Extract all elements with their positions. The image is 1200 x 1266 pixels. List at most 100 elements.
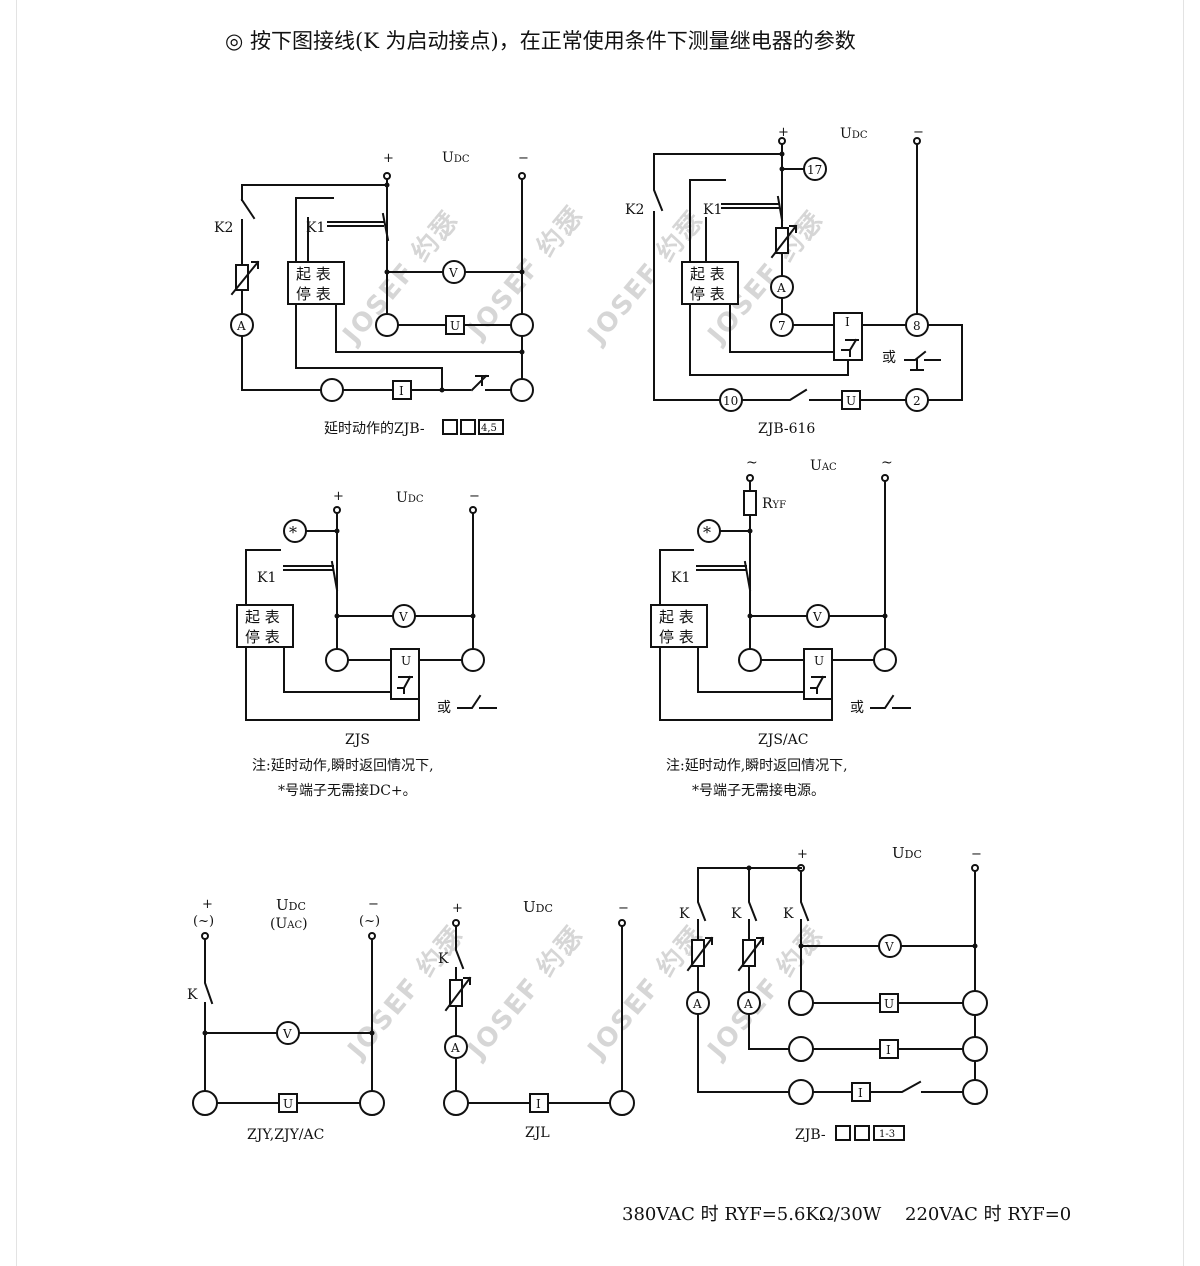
- udc-label: UDC: [396, 490, 424, 506]
- u-box: [841, 390, 861, 410]
- minus-label: −: [469, 489, 480, 504]
- stop-timer-label: 停 表: [690, 285, 725, 303]
- diagram-zjb-1-3: + UDC − K A K A K V U I: [679, 844, 988, 1143]
- timer-box: [287, 261, 345, 305]
- caption-box: [460, 419, 476, 435]
- note-line-1: 注:延时动作,瞬时返回情况下,: [252, 758, 434, 774]
- ammeter-label: A: [776, 281, 786, 295]
- ammeter: [686, 991, 710, 1015]
- k1-label: K1: [257, 570, 276, 586]
- minus-label: −: [618, 901, 629, 916]
- u-relay-box: [803, 648, 833, 700]
- note-line-2: *号端子无需接电源。: [692, 782, 825, 799]
- k1-label: K1: [306, 220, 325, 236]
- caption-box: [835, 1125, 851, 1141]
- or-label: 或: [882, 350, 896, 366]
- note-line-2: *号端子无需接DC+。: [278, 782, 417, 799]
- minus-label: −: [971, 847, 982, 862]
- terminal: [788, 1079, 814, 1105]
- terminal-right: [510, 313, 534, 337]
- k-label: K: [679, 906, 690, 922]
- udc-label: UDC: [276, 896, 306, 914]
- diagram-zjy: + (~) UDC (UAC) − (~) K V U ZJY,ZJY/AC: [187, 896, 385, 1143]
- terminal: [962, 1079, 988, 1105]
- ryf-label: RYF: [762, 496, 786, 512]
- uac-paren-label: (UAC): [270, 916, 308, 932]
- star-terminal: [697, 519, 721, 543]
- terminal-right: [873, 648, 897, 672]
- k-label: K: [187, 987, 198, 1003]
- watermark: JOSEF 约瑟: [580, 920, 710, 1066]
- voltmeter-label: V: [282, 1027, 292, 1041]
- terminal-left: [738, 648, 762, 672]
- ryf-resistor: [743, 490, 757, 516]
- watermark-group: JOSEF 约瑟 JOSEF 约瑟 JOSEF 约瑟 JOSEF 约瑟 JOSE…: [335, 200, 830, 1066]
- k1-label: K1: [703, 202, 722, 218]
- terminal-7-label: 7: [778, 319, 786, 333]
- terminal-left: [375, 313, 399, 337]
- terminal-17: [803, 157, 827, 181]
- left-frame-line: [16, 0, 17, 1266]
- u-label: U: [846, 394, 856, 408]
- ammeter: [230, 313, 254, 337]
- k2-label: K2: [214, 220, 233, 236]
- udc-label: UDC: [840, 126, 868, 142]
- diagram-zjb-delay: + UDC − K2 A K1 起 表 停 表 V U I: [214, 150, 534, 437]
- plus-label: +: [383, 151, 394, 166]
- i-relay-box: [833, 312, 863, 361]
- i-label: I: [886, 1043, 891, 1057]
- stop-timer-label: 停 表: [659, 628, 694, 646]
- caption-box: [442, 419, 458, 435]
- ammeter-label: A: [450, 1041, 460, 1055]
- terminal-left: [325, 648, 349, 672]
- terminal-2-label: 2: [913, 394, 921, 408]
- star-label: *: [703, 523, 711, 542]
- thermistor: [235, 264, 249, 291]
- ammeter: [444, 1035, 468, 1059]
- stop-timer-label: 停 表: [245, 628, 280, 646]
- terminal-bottom-right: [510, 378, 534, 402]
- u-box: [278, 1093, 298, 1113]
- start-timer-label: 起 表: [296, 265, 331, 283]
- u-box: [445, 315, 465, 335]
- caption-box: [854, 1125, 870, 1141]
- stop-timer-label: 停 表: [296, 285, 331, 303]
- terminal: [962, 990, 988, 1016]
- timer-box: [650, 604, 708, 648]
- i-label: I: [845, 315, 850, 329]
- k1-label: K1: [671, 570, 690, 586]
- terminal-17-label: 17: [807, 163, 822, 177]
- k2-label: K2: [625, 202, 644, 218]
- start-timer-label: 起 表: [659, 608, 694, 626]
- terminal-2: [905, 388, 929, 412]
- timer-box: [681, 261, 739, 305]
- u-box: [879, 993, 899, 1013]
- minus-label: −: [518, 151, 529, 166]
- voltmeter-label: V: [884, 940, 894, 954]
- terminal-10-label: 10: [723, 394, 738, 408]
- terminal-bottom-left: [320, 378, 344, 402]
- plus-label: +: [778, 125, 789, 140]
- or-label: 或: [437, 700, 451, 716]
- minus-label: −: [368, 897, 379, 912]
- plus-label: +: [452, 901, 463, 916]
- page-title: ◎ 按下图接线(K 为启动接点)，在正常使用条件下测量继电器的参数: [225, 29, 856, 53]
- voltmeter: [442, 260, 466, 284]
- terminal: [788, 990, 814, 1016]
- tilde-label: (~): [359, 914, 380, 929]
- i-box: [879, 1039, 899, 1059]
- timer-box: [236, 604, 294, 648]
- caption-box: [873, 1125, 905, 1141]
- terminal: [788, 1036, 814, 1062]
- tilde-label: (~): [193, 914, 214, 929]
- udc-label: UDC: [442, 150, 470, 166]
- voltmeter: [392, 604, 416, 628]
- voltmeter: [276, 1021, 300, 1045]
- terminal-right: [359, 1090, 385, 1116]
- terminal: [962, 1036, 988, 1062]
- u-label: U: [884, 997, 894, 1011]
- terminal-right: [609, 1090, 635, 1116]
- tilde-label: ~: [746, 455, 758, 471]
- voltmeter: [806, 604, 830, 628]
- i-label: I: [858, 1086, 863, 1100]
